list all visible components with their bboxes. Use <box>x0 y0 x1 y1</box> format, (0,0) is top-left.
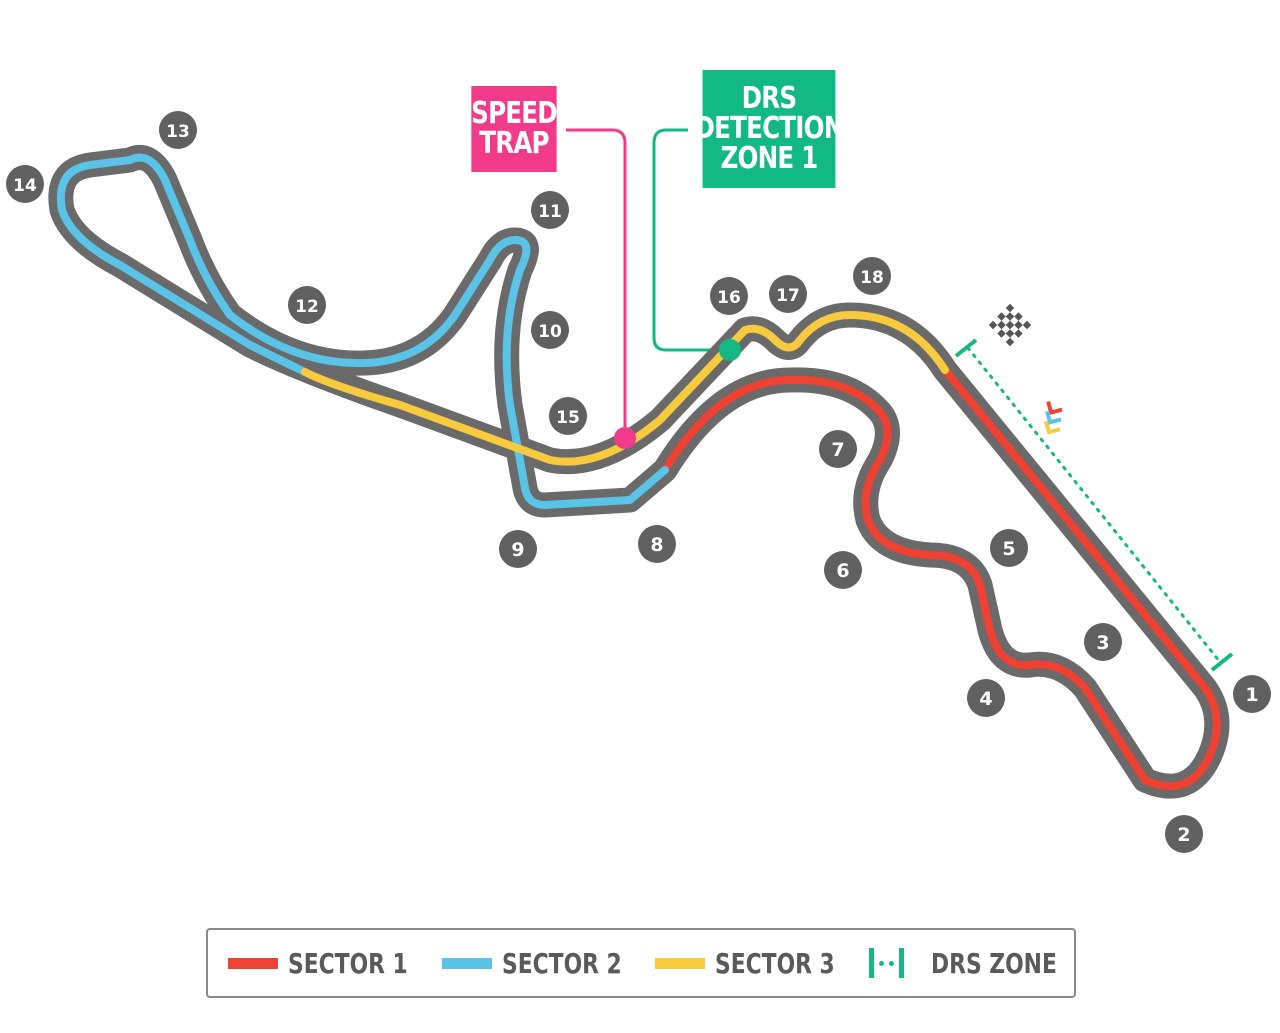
checkered-flag-icon <box>988 303 1032 347</box>
turn-marker-9: 9 <box>499 530 537 568</box>
turn-marker-15: 15 <box>549 397 587 435</box>
drs-detection-callout: DRS DETECTION ZONE 1 <box>695 70 844 188</box>
turn-marker-circle <box>549 397 587 435</box>
turn-marker-label: 15 <box>556 408 580 428</box>
sector-1-path <box>661 366 1221 791</box>
turn-marker-label: 8 <box>650 534 663 556</box>
turn-marker-label: 9 <box>511 539 524 561</box>
turn-marker-label: 13 <box>166 122 190 142</box>
legend-item-sector-3: SECTOR 3 <box>655 947 869 980</box>
legend-item-sector-2: SECTOR 2 <box>441 946 656 980</box>
turn-marker-7: 7 <box>819 430 857 468</box>
sector-3-path <box>301 311 949 466</box>
turn-marker-circle <box>990 529 1028 567</box>
turn-marker-2: 2 <box>1165 815 1203 853</box>
turn-marker-label: 17 <box>776 286 800 306</box>
turn-marker-label: 6 <box>836 560 849 582</box>
turn-marker-5: 5 <box>990 529 1028 567</box>
turn-marker-label: 18 <box>860 268 884 288</box>
legend: SECTOR 1 SECTOR 2 SECTOR 3 DRS ZONE <box>206 928 1076 998</box>
turn-marker-label: 3 <box>1096 632 1109 654</box>
speed-trap-marker <box>614 427 636 449</box>
drs-detection-marker <box>719 339 741 361</box>
legend-swatch-sector-2 <box>441 957 492 969</box>
turn-marker-circle <box>499 530 537 568</box>
drs-zone-start-bar <box>954 338 978 358</box>
turn-marker-circle <box>819 430 857 468</box>
turn-marker-circle <box>1084 623 1122 661</box>
drs-detection-line-3: ZONE 1 <box>720 141 819 176</box>
turn-marker-label: 11 <box>538 202 562 222</box>
turn-marker-circle <box>710 277 748 315</box>
turn-marker-11: 11 <box>531 191 569 229</box>
turn-marker-circle <box>288 286 326 324</box>
turn-marker-4: 4 <box>967 679 1005 717</box>
turn-marker-label: 14 <box>13 176 37 196</box>
legend-swatch-sector-3 <box>655 957 706 969</box>
turn-marker-label: 5 <box>1002 538 1015 560</box>
sector-2-path <box>56 153 669 509</box>
turn-marker-label: 16 <box>717 288 741 308</box>
turn-marker-17: 17 <box>769 275 807 313</box>
drs-detection-leader <box>652 128 730 352</box>
chevron-direction-icon <box>1044 401 1063 435</box>
turn-marker-circle <box>769 275 807 313</box>
drs-zone-line <box>966 346 1222 664</box>
turn-marker-label: 4 <box>979 688 992 710</box>
turn-marker-13: 13 <box>159 111 197 149</box>
turn-marker-label: 10 <box>538 322 562 342</box>
turn-marker-1: 1 <box>1233 675 1271 713</box>
turn-marker-circle <box>531 191 569 229</box>
legend-label-drs-zone: DRS ZONE <box>930 946 1057 980</box>
turn-marker-circle <box>531 311 569 349</box>
turn-marker-circle <box>159 111 197 149</box>
turn-marker-6: 6 <box>824 551 862 589</box>
turn-marker-16: 16 <box>710 277 748 315</box>
legend-swatch-sector-1 <box>228 957 278 969</box>
legend-item-sector-1: SECTOR 1 <box>228 947 442 980</box>
turn-marker-circle <box>967 679 1005 717</box>
turn-marker-14: 14 <box>6 165 44 203</box>
turn-marker-label: 1 <box>1245 684 1258 706</box>
speed-trap-line-1: SPEED <box>471 96 558 131</box>
turn-marker-10: 10 <box>531 311 569 349</box>
turn-marker-circle <box>6 165 44 203</box>
legend-label-sector-3: SECTOR 3 <box>715 946 835 980</box>
turn-marker-label: 12 <box>295 297 319 317</box>
legend-label-sector-2: SECTOR 2 <box>501 946 622 980</box>
turn-marker-circle <box>824 551 862 589</box>
turn-marker-label: 2 <box>1177 824 1190 846</box>
turn-marker-3: 3 <box>1084 623 1122 661</box>
legend-label-sector-1: SECTOR 1 <box>288 946 408 980</box>
turn-marker-8: 8 <box>638 525 676 563</box>
drs-zone-key-icon <box>868 948 921 978</box>
drs-detection-line-1: DRS <box>741 81 797 116</box>
speed-trap-callout: SPEED TRAP <box>471 86 558 172</box>
turn-marker-circle <box>853 257 891 295</box>
turn-marker-circle <box>1233 675 1271 713</box>
turn-marker-18: 18 <box>853 257 891 295</box>
turn-marker-label: 7 <box>831 439 844 461</box>
drs-zone-end-bar <box>1210 652 1234 672</box>
speed-trap-leader <box>566 128 627 438</box>
legend-item-drs-zone: DRS ZONE <box>868 946 1092 980</box>
speed-trap-line-2: TRAP <box>479 126 549 161</box>
track-outline <box>48 145 1230 799</box>
turn-marker-12: 12 <box>288 286 326 324</box>
drs-detection-line-2: DETECTION <box>694 111 845 146</box>
turn-marker-circle <box>638 525 676 563</box>
turn-marker-circle <box>1165 815 1203 853</box>
